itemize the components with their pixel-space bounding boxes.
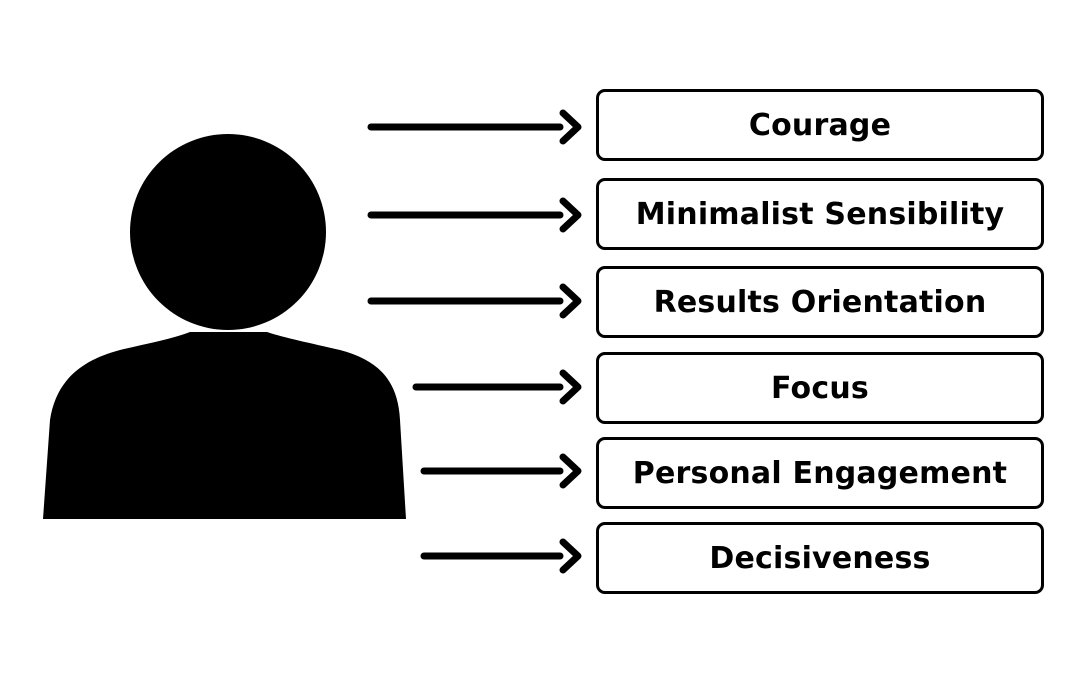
trait-label: Focus: [771, 370, 869, 406]
trait-box-focus: Focus: [596, 352, 1044, 424]
trait-label: Personal Engagement: [632, 455, 1008, 491]
person-head: [130, 134, 326, 330]
trait-label: Results Orientation: [653, 284, 987, 320]
trait-box-personal-engagement: Personal Engagement: [596, 437, 1044, 509]
trait-label: Courage: [748, 107, 892, 143]
trait-label: Decisiveness: [709, 540, 931, 576]
trait-box-courage: Courage: [596, 89, 1044, 161]
person-body: [43, 332, 406, 519]
trait-box-results-orientation: Results Orientation: [596, 266, 1044, 338]
trait-box-minimalist-sensibility: Minimalist Sensibility: [596, 178, 1044, 250]
trait-label: Minimalist Sensibility: [635, 196, 1005, 232]
trait-box-decisiveness: Decisiveness: [596, 522, 1044, 594]
